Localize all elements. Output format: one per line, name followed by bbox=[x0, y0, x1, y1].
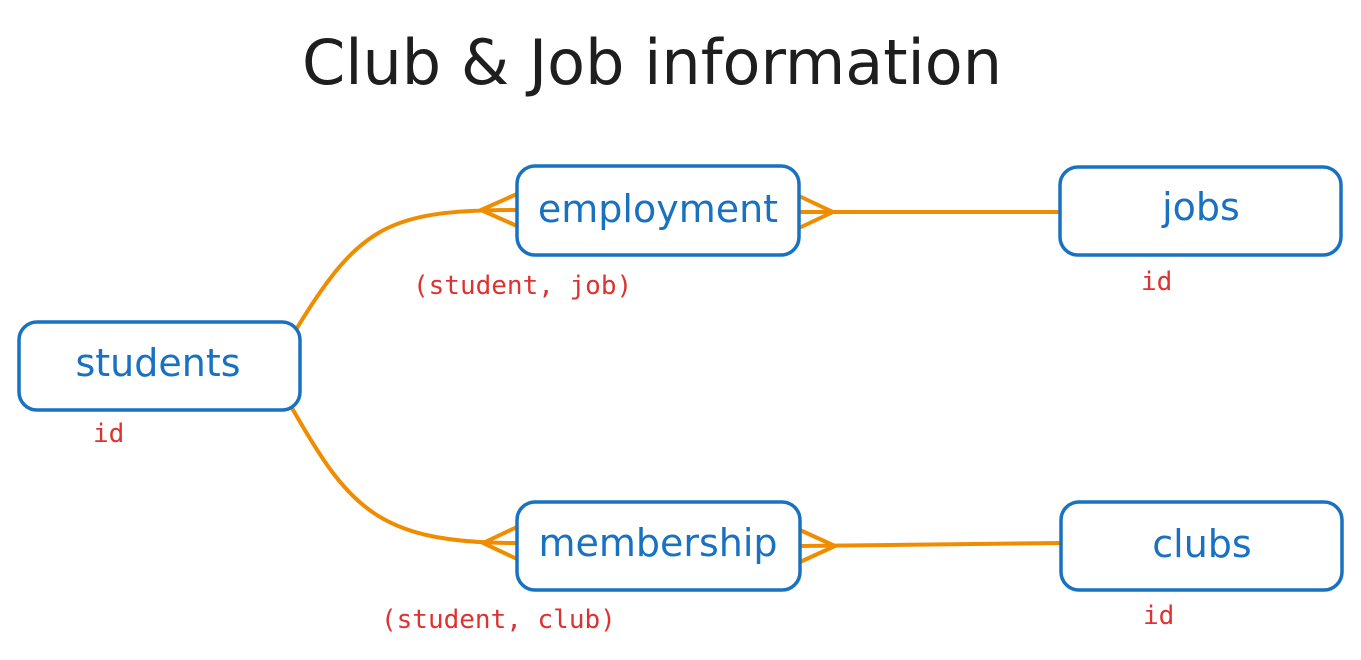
entity-jobs[interactable]: jobs bbox=[1058, 165, 1343, 257]
membership-crowsfoot-left bbox=[481, 525, 519, 561]
key-label-employment: (student, job) bbox=[413, 271, 632, 301]
employment-crowsfoot-left bbox=[479, 192, 519, 228]
diagram-title: Club & Job information bbox=[302, 26, 1002, 99]
students-membership-line bbox=[290, 406, 519, 545]
entity-membership[interactable]: membership bbox=[515, 500, 802, 592]
entity-clubs[interactable]: clubs bbox=[1059, 500, 1344, 592]
key-label-jobs: id bbox=[1141, 267, 1172, 297]
key-label-membership: (student, club) bbox=[381, 605, 616, 635]
entity-label-clubs: clubs bbox=[1152, 522, 1251, 566]
entity-label-membership: membership bbox=[538, 521, 777, 565]
entity-label-students: students bbox=[75, 341, 240, 385]
entity-label-employment: employment bbox=[538, 187, 778, 231]
students-employment-line bbox=[295, 208, 519, 330]
clubs-membership-line bbox=[798, 541, 1064, 548]
relationship-lines bbox=[290, 192, 1064, 564]
employment-crowsfoot-right bbox=[797, 194, 835, 230]
entity-box-employment bbox=[515, 164, 801, 257]
key-label-students: id bbox=[93, 419, 124, 449]
entity-label-jobs: jobs bbox=[1161, 185, 1240, 229]
entity-employment[interactable]: employment bbox=[515, 164, 801, 257]
membership-crowsfoot-right bbox=[798, 528, 837, 564]
entity-box-students bbox=[17, 320, 302, 412]
entity-box-clubs bbox=[1059, 500, 1344, 592]
entity-box-jobs bbox=[1058, 165, 1343, 257]
entity-students[interactable]: students bbox=[17, 320, 302, 412]
entity-box-membership bbox=[515, 500, 802, 592]
key-label-clubs: id bbox=[1143, 601, 1174, 631]
